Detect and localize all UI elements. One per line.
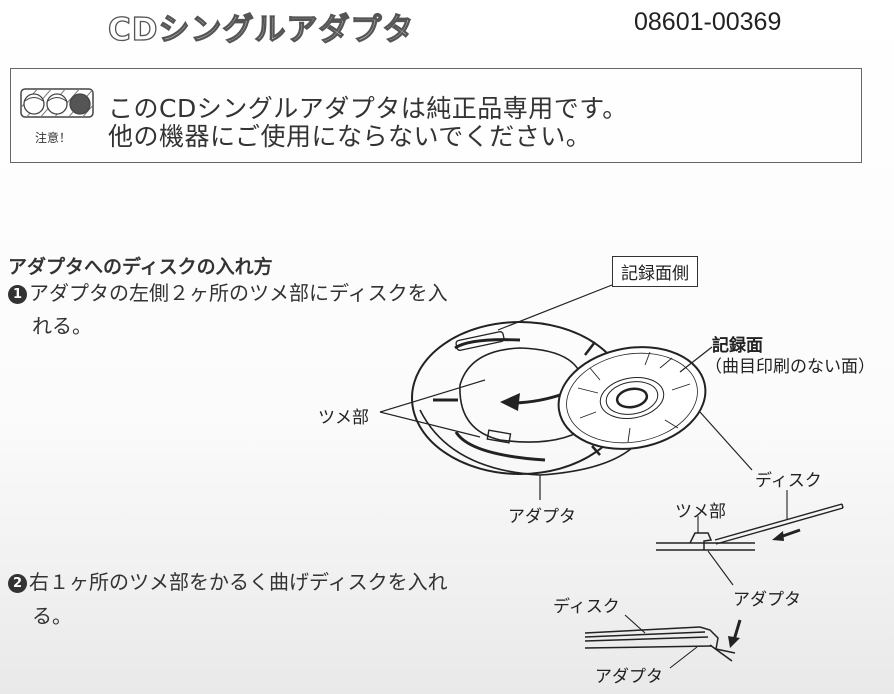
- caution-label: 注意！: [35, 131, 72, 145]
- disc-drawing: [557, 346, 707, 450]
- step-text: 右１ヶ所のツメ部をかるく曲げディスクを入れ: [29, 570, 448, 594]
- label-recording-side: 記録面側: [612, 256, 698, 287]
- label-recording-surface: 記録面: [712, 336, 763, 356]
- notice-box: [10, 68, 862, 163]
- notice-line-1: このCDシングルアダプタは純正品専用です。: [108, 94, 628, 123]
- notice-line-2: 他の機器にご使用にならないでください。: [108, 122, 592, 151]
- label-adapter: アダプタ: [508, 507, 576, 527]
- detail-diagram-2: [584, 614, 742, 669]
- detail2-label-disc: ディスク: [553, 597, 620, 617]
- detail1-label-claw: ツメ部: [675, 502, 726, 522]
- document-title: CDシングルアダプタ: [107, 11, 415, 48]
- detail1-label-disc: ディスク: [755, 471, 822, 491]
- detail2-label-adapter: アダプタ: [595, 667, 663, 687]
- label-recording-surface-note: （曲目印刷のない面）: [705, 357, 875, 377]
- insert-arrow: [500, 393, 520, 411]
- detail-diagram-1: [656, 490, 844, 586]
- label-claw: ツメ部: [318, 408, 369, 428]
- step-number-badge: 2: [8, 574, 27, 593]
- detail1-label-adapter: アダプタ: [733, 590, 801, 610]
- step-number-badge: 1: [8, 285, 27, 304]
- part-number: 08601-00369: [634, 8, 782, 36]
- caution-icon: [20, 88, 94, 118]
- push-arrow-2: [728, 636, 740, 648]
- push-arrow-1: [772, 531, 784, 541]
- step-2-continued: る。: [32, 604, 72, 628]
- step-1-continued: れる。: [32, 314, 92, 338]
- section-heading: アダプタへのディスクの入れ方: [8, 256, 273, 278]
- step-text: アダプタの左側２ヶ所のツメ部にディスクを入: [29, 281, 448, 305]
